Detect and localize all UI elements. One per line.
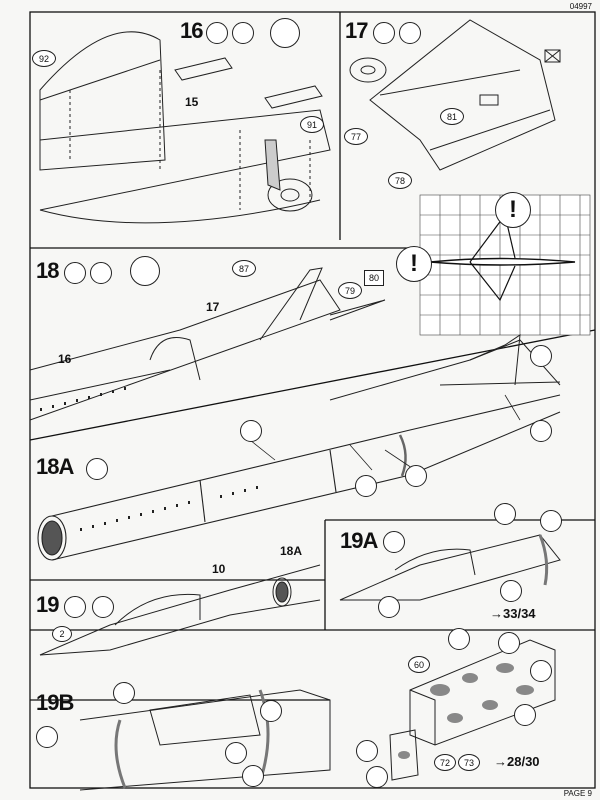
reference-33-34: →33/34: [490, 606, 536, 621]
part-15: 15: [185, 95, 199, 109]
part-87: 87: [232, 260, 256, 277]
glue-icon: [206, 22, 228, 44]
paint-icon: [378, 596, 400, 618]
part-77: 77: [344, 128, 368, 145]
paint-icon: [86, 458, 108, 480]
part-91: 91: [300, 116, 324, 133]
step-18-label: 18: [36, 258, 60, 283]
tape-icon: [92, 596, 114, 618]
paint-icon: [405, 465, 427, 487]
part-10: 10: [212, 562, 226, 576]
paint-icon: [242, 765, 264, 787]
ref-18a: 18A: [280, 544, 303, 558]
paint-icon: [36, 726, 58, 748]
part-73: 73: [458, 754, 480, 771]
part-80: 80: [364, 270, 384, 286]
step-17-label: 17: [345, 18, 369, 43]
paint-icon: [530, 420, 552, 442]
paint-icon: [498, 632, 520, 654]
paint-icon: [240, 420, 262, 442]
part-2: 2: [52, 626, 72, 642]
paint-icon: [383, 531, 405, 553]
glue-icon: [373, 22, 395, 44]
step-16-label: 16: [180, 18, 204, 43]
glue-icon: [64, 596, 86, 618]
paint-icon: [540, 510, 562, 532]
part-81: 81: [440, 108, 464, 125]
warning-icon: !: [396, 246, 432, 282]
glue-icon: [64, 262, 86, 284]
paint-icon: [514, 704, 536, 726]
step-18a-label: 18A: [36, 454, 74, 479]
paint-icon: [448, 628, 470, 650]
reference-28-30: →28/30: [494, 754, 540, 769]
page-number: PAGE 9: [563, 789, 592, 798]
paint-icon: [500, 580, 522, 602]
paint-icon: [355, 475, 377, 497]
tape-icon: [90, 262, 112, 284]
part-16: 16: [58, 352, 72, 366]
paint-icon: [530, 660, 552, 682]
part-78: 78: [388, 172, 412, 189]
part-17: 17: [206, 300, 220, 314]
clock-icon: [130, 256, 160, 286]
step-19-label: 19: [36, 592, 60, 617]
paint-icon: [530, 345, 552, 367]
clock-icon: [270, 18, 300, 48]
doc-code: 04997: [569, 2, 592, 11]
paint-icon: [260, 700, 282, 722]
part-72: 72: [434, 754, 456, 771]
step-19b-label: 19B: [36, 690, 74, 715]
part-79: 79: [338, 282, 362, 299]
part-60: 60: [408, 656, 430, 673]
step-19a-label: 19A: [340, 528, 378, 553]
paint-icon: [113, 682, 135, 704]
paint-icon: [356, 740, 378, 762]
paint-icon: [494, 503, 516, 525]
part-92: 92: [32, 50, 56, 67]
tape-icon: [399, 22, 421, 44]
tape-icon: [232, 22, 254, 44]
paint-icon: [366, 766, 388, 788]
paint-icon: [225, 742, 247, 764]
warning-icon: !: [495, 192, 531, 228]
